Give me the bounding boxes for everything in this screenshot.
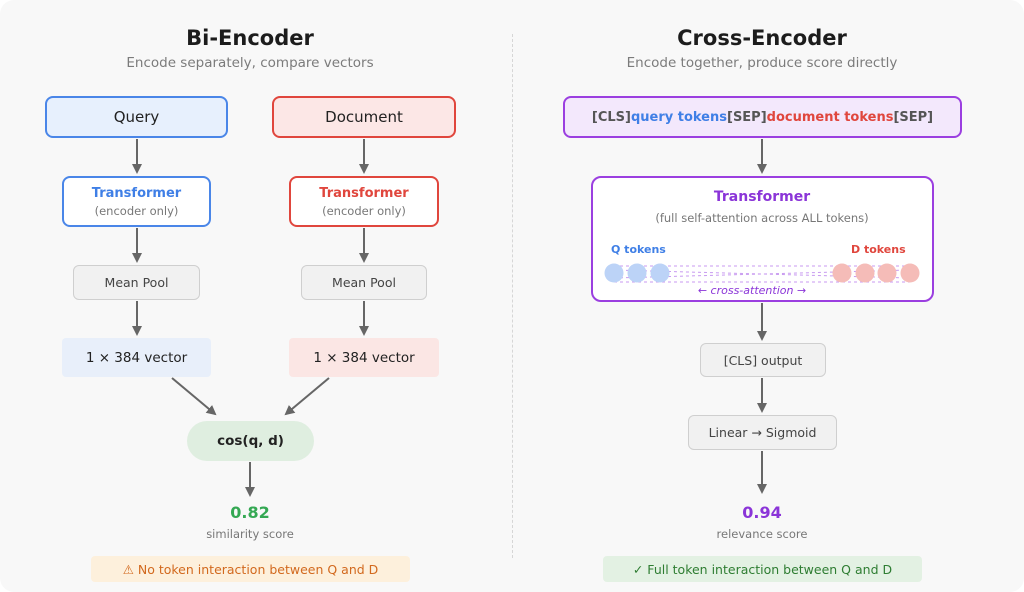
d-token-circle bbox=[855, 263, 875, 283]
d-token-circle bbox=[877, 263, 897, 283]
cross-transformer-subtitle: (full self-attention across ALL tokens) bbox=[655, 211, 869, 225]
query-mean-pool: Mean Pool bbox=[73, 265, 200, 300]
document-tokens: document tokens bbox=[766, 109, 894, 125]
query-vector: 1 × 384 vector bbox=[62, 338, 211, 377]
cross-encoder-ok-note: ✓ Full token interaction between Q and D bbox=[603, 556, 922, 582]
query-tokens: query tokens bbox=[630, 109, 727, 125]
linear-sigmoid-box: Linear → Sigmoid bbox=[688, 415, 837, 450]
transformer-title: Transformer bbox=[91, 185, 182, 201]
q-token-circle bbox=[627, 263, 647, 283]
document-vector: 1 × 384 vector bbox=[289, 338, 439, 377]
arrow-document-vector-to-cos bbox=[284, 377, 330, 416]
bi-encoder-warning-note: ⚠ No token interaction between Q and D bbox=[91, 556, 410, 582]
cross-encoder-title: Cross-Encoder bbox=[677, 26, 847, 50]
d-tokens-label: D tokens bbox=[851, 243, 906, 256]
bi-query-transformer: Transformer (encoder only) bbox=[62, 176, 211, 227]
cosine-similarity-node: cos(q, d) bbox=[187, 421, 314, 461]
bi-encoder-subtitle: Encode separately, compare vectors bbox=[126, 55, 374, 71]
relevance-score-label: relevance score bbox=[716, 527, 808, 541]
bi-encoder-title: Bi-Encoder bbox=[186, 26, 314, 50]
token-sequence-box: [CLS]query tokens[SEP]document tokens[SE… bbox=[563, 96, 962, 138]
document-mean-pool: Mean Pool bbox=[301, 265, 427, 300]
bi-document-transformer: Transformer (encoder only) bbox=[289, 176, 439, 227]
relevance-score-value: 0.94 bbox=[742, 503, 782, 522]
similarity-score-value: 0.82 bbox=[230, 503, 270, 522]
arrow-query-vector-to-cos bbox=[171, 377, 217, 416]
d-token-circle bbox=[832, 263, 852, 283]
document-box: Document bbox=[272, 96, 456, 138]
d-token-circle bbox=[900, 263, 920, 283]
cls-output-box: [CLS] output bbox=[700, 343, 826, 377]
transformer-subtitle: (encoder only) bbox=[94, 203, 179, 218]
q-tokens-label: Q tokens bbox=[611, 243, 666, 256]
cross-encoder-subtitle: Encode together, produce score directly bbox=[626, 55, 898, 71]
transformer-title: Transformer bbox=[319, 185, 409, 201]
cls-token: [CLS] bbox=[591, 109, 631, 125]
cross-transformer-box bbox=[591, 176, 934, 302]
section-divider bbox=[512, 34, 513, 558]
transformer-subtitle: (encoder only) bbox=[322, 203, 406, 218]
query-box: Query bbox=[45, 96, 228, 138]
sep-token: [SEP] bbox=[727, 109, 767, 125]
q-token-circle bbox=[650, 263, 670, 283]
q-token-circles bbox=[604, 263, 670, 283]
cross-attention-label: ← cross-attention → bbox=[697, 284, 807, 297]
similarity-score-label: similarity score bbox=[206, 527, 294, 541]
d-token-circles bbox=[832, 263, 920, 283]
cross-transformer-title: Transformer bbox=[713, 189, 811, 205]
q-token-circle bbox=[604, 263, 624, 283]
sep-token: [SEP] bbox=[893, 109, 934, 125]
